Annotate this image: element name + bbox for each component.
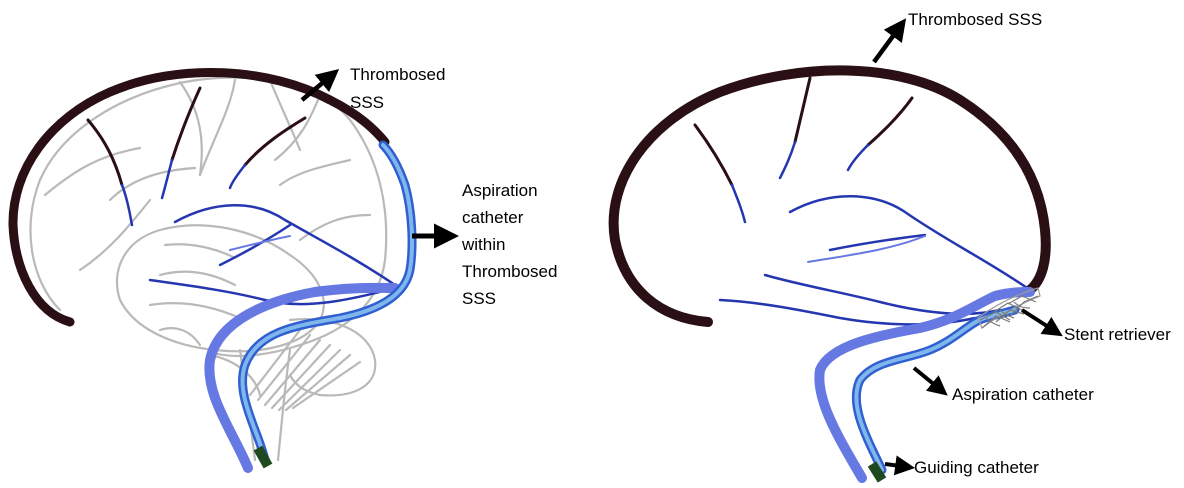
left-panel: Thrombosed SSS Aspiration catheter withi… [13, 65, 562, 468]
cortical-veins-left [88, 88, 305, 225]
label-stent-retriever: Stent retriever [1064, 325, 1171, 344]
arrow-stent-retriever [1022, 310, 1050, 328]
label-thrombosed-sss-left-line: Thrombosed [350, 65, 445, 84]
right-panel: Thrombosed SSS Stent retriever Aspiratio… [614, 10, 1171, 480]
label-aspiration-line: SSS [462, 289, 496, 308]
label-aspiration-catheter-right: Aspiration catheter [952, 385, 1094, 404]
arrow-thrombosed-sss-right [874, 32, 896, 62]
label-aspiration-catheter-within-sss: Aspiration catheter within Thrombosed SS… [461, 181, 562, 308]
label-aspiration-line: catheter [462, 208, 524, 227]
thrombosed-sss-left [13, 72, 385, 322]
thrombosed-sss-right [614, 70, 1046, 322]
label-aspiration-line: Thrombosed [462, 262, 557, 281]
label-thrombosed-sss-left-line: SSS [350, 93, 384, 112]
label-aspiration-line: Aspiration [462, 181, 538, 200]
brain-outline [30, 78, 386, 460]
label-guiding-catheter: Guiding catheter [914, 458, 1039, 477]
label-thrombosed-sss-left: Thrombosed SSS [350, 65, 450, 112]
arrow-aspiration-catheter-right [914, 368, 936, 386]
arrow-guiding-catheter [885, 464, 900, 466]
label-thrombosed-sss-right: Thrombosed SSS [908, 10, 1042, 29]
label-aspiration-line: within [461, 235, 505, 254]
